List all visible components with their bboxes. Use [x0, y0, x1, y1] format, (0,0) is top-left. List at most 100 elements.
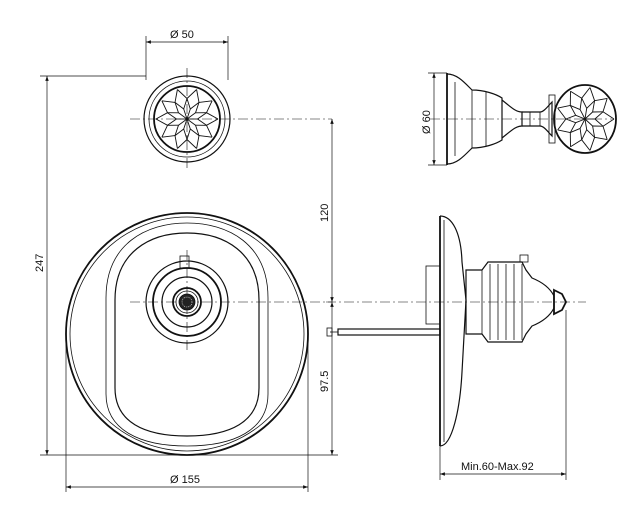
facet-line	[178, 118, 188, 126]
facet-line	[579, 98, 583, 110]
dim-label-overall-height: 247	[34, 254, 46, 272]
dim-label-knob-side: Ø 60	[421, 110, 433, 134]
facet-line	[186, 98, 191, 110]
facet-line	[584, 118, 588, 130]
facet-line	[174, 102, 179, 113]
facet-line	[167, 118, 177, 126]
dim-overall-height: 247	[34, 75, 187, 456]
facet-line	[594, 97, 608, 102]
facet-line	[196, 135, 200, 149]
facet-line	[183, 98, 188, 110]
dim-knob-side-diameter: Ø 60	[421, 72, 447, 166]
dim-label-lower-height: 97.5	[319, 371, 331, 392]
facet-line	[161, 100, 168, 113]
facet-line	[206, 118, 219, 126]
facet-line	[579, 109, 586, 120]
facet-line	[197, 112, 207, 120]
facet-line	[594, 118, 604, 127]
facet-line	[174, 102, 184, 110]
facet-line	[581, 98, 588, 109]
facet-line	[155, 112, 168, 120]
dim-wall-depth: Min.60-Max.92	[439, 310, 567, 480]
facet-line	[195, 125, 200, 136]
dim-knob-front-diameter: Ø 50	[145, 29, 229, 80]
facet-line	[557, 107, 567, 120]
facet-line	[586, 100, 595, 109]
facet-line	[565, 114, 576, 120]
facet-line	[557, 129, 571, 134]
facet-line	[161, 135, 176, 138]
facet-line	[177, 139, 188, 149]
facet-line	[186, 112, 196, 120]
facet-line	[575, 118, 586, 124]
facet-line	[584, 118, 593, 127]
dim-lower-height: 97.5	[187, 302, 338, 456]
facet-line	[190, 128, 200, 136]
facet-line	[206, 100, 213, 113]
dim-label-wall-depth: Min.60-Max.92	[461, 461, 534, 473]
facet-line	[186, 108, 191, 120]
dim-label-plate-diameter: Ø 155	[170, 474, 200, 486]
dim-center-distance: 120	[319, 119, 334, 302]
facet-line	[557, 118, 567, 131]
plate-front-view	[65, 212, 332, 456]
facet-line	[570, 104, 581, 111]
facet-line	[581, 87, 591, 99]
dim-plate-diameter: Ø 155	[65, 334, 309, 492]
facet-line	[594, 136, 608, 141]
facet-line	[186, 139, 197, 149]
facet-line	[167, 112, 177, 120]
facet-line	[198, 100, 213, 103]
facet-line	[197, 118, 207, 126]
facet-line	[186, 128, 191, 140]
facet-line	[570, 139, 582, 148]
facet-line	[586, 129, 595, 138]
crystal-facets	[155, 89, 219, 149]
knob-front-view	[130, 68, 332, 170]
facet-line	[196, 89, 200, 103]
facet-line	[174, 89, 178, 103]
facet-line	[183, 128, 188, 140]
facet-line	[174, 125, 179, 136]
facet-line	[177, 89, 188, 99]
mixer-side-view	[326, 215, 586, 447]
facet-line	[589, 87, 596, 101]
facet-line	[198, 135, 213, 138]
facet-line	[581, 139, 591, 151]
facet-line	[569, 105, 577, 116]
facet-line	[206, 112, 219, 120]
facet-line	[174, 128, 184, 136]
facet-line	[186, 118, 191, 130]
crystal-facets-side	[557, 87, 615, 151]
dim-label-center-distance: 120	[319, 204, 331, 222]
facet-line	[161, 100, 176, 103]
facet-line	[565, 118, 576, 124]
facet-line	[155, 118, 168, 126]
facet-line	[594, 111, 604, 120]
facet-line	[183, 108, 188, 120]
facet-line	[570, 127, 581, 134]
facet-line	[584, 111, 593, 120]
knob-side-view	[430, 73, 617, 165]
facet-line	[183, 118, 188, 130]
facet-line	[602, 111, 615, 120]
facet-line	[584, 108, 588, 120]
facet-line	[190, 102, 200, 110]
facet-line	[602, 98, 608, 112]
facet-line	[174, 135, 178, 149]
facet-line	[206, 125, 213, 138]
facet-line	[570, 90, 582, 99]
facet-line	[161, 125, 168, 138]
facet-line	[195, 102, 200, 113]
facet-line	[592, 125, 596, 138]
facet-line	[589, 137, 596, 151]
facet-line	[569, 122, 577, 133]
facet-line	[579, 128, 583, 140]
facet-line	[557, 104, 571, 109]
facet-line	[186, 89, 197, 99]
facet-line	[602, 118, 615, 127]
dim-label-knob-front: Ø 50	[170, 29, 194, 41]
facet-line	[602, 126, 608, 140]
facet-line	[575, 114, 586, 120]
